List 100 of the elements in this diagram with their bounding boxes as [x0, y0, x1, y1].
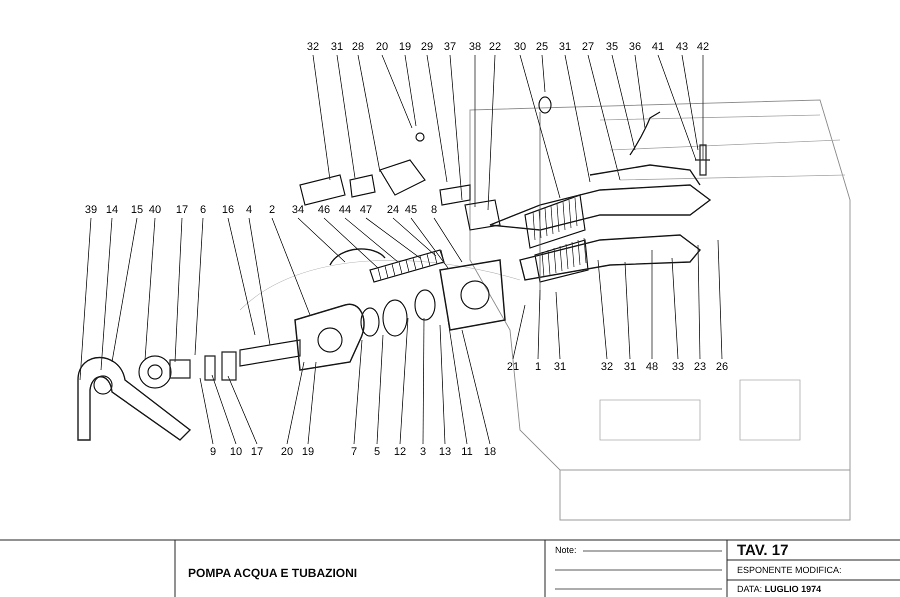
leader-line — [422, 318, 424, 444]
leader-line — [392, 218, 436, 256]
callout-number: 25 — [536, 41, 548, 53]
leader-line — [112, 218, 138, 362]
callout-number: 24 — [386, 204, 400, 216]
callout-number: 18 — [484, 446, 496, 458]
callout-number: 26 — [716, 361, 728, 373]
callout-number: 36 — [628, 41, 642, 53]
leader-line — [658, 54, 696, 160]
leader-line — [718, 240, 722, 360]
leader-line — [324, 218, 378, 268]
callout-number: 17 — [176, 204, 188, 216]
leader-line — [474, 54, 476, 208]
callout-number: 40 — [148, 204, 162, 216]
date-label: DATA: LUGLIO 1974 — [737, 584, 822, 594]
leader-line — [598, 260, 608, 360]
leader-line — [542, 54, 546, 92]
leader-line — [588, 54, 620, 180]
callout-number: 48 — [646, 361, 658, 373]
leader-line — [440, 324, 446, 444]
leader-line — [520, 54, 560, 198]
callout-number: 32 — [600, 361, 614, 373]
sheet-number: TAV. 17 — [737, 542, 788, 559]
leader-line — [538, 290, 540, 360]
callout-number: 34 — [292, 204, 304, 216]
callout-number: 17 — [250, 446, 264, 458]
callout-number: 31 — [558, 41, 572, 53]
callout-number: 22 — [488, 41, 502, 53]
leader-line — [212, 374, 236, 444]
leader-line — [448, 320, 468, 444]
callout-number: 23 — [694, 361, 706, 373]
callout-number: 46 — [318, 204, 330, 216]
leader-line — [100, 218, 112, 370]
leader-line — [358, 54, 380, 172]
leader-line — [634, 54, 646, 128]
leader-line — [410, 218, 448, 268]
callout-number: 19 — [398, 41, 412, 53]
leader-line — [702, 54, 704, 160]
callout-number: 20 — [280, 446, 294, 458]
leader-line — [564, 54, 590, 182]
leader-line — [556, 292, 560, 360]
callout-number: 7 — [350, 446, 358, 458]
callout-number: 5 — [374, 446, 380, 458]
callout-number: 47 — [360, 204, 372, 216]
leader-line — [200, 378, 214, 444]
callout-number: 35 — [606, 41, 618, 53]
leader-line — [366, 218, 420, 258]
leader-line — [336, 54, 356, 178]
leader-line — [462, 330, 490, 444]
leader-line — [272, 218, 310, 316]
callout-number: 41 — [652, 41, 664, 53]
callout-number: 21 — [506, 361, 520, 373]
callout-number: 3 — [420, 446, 426, 458]
leader-line — [512, 304, 526, 360]
callout-number: 29 — [420, 41, 434, 53]
callout-number: 31 — [330, 41, 344, 53]
leader-line — [400, 318, 408, 444]
callout-number: 28 — [352, 41, 364, 53]
leader-line — [698, 244, 700, 360]
callout-number: 6 — [200, 204, 206, 216]
callout-number: 2 — [268, 204, 276, 216]
callout-number: 16 — [222, 204, 234, 216]
callout-number: 42 — [696, 41, 710, 53]
callout-number: 44 — [338, 204, 352, 216]
callout-number: 37 — [444, 41, 456, 53]
leader-line — [228, 376, 258, 444]
note-label: Note: — [555, 545, 577, 555]
callout-number: 27 — [582, 41, 594, 53]
leader-line — [286, 362, 304, 444]
leader-line — [308, 362, 316, 444]
callout-number: 13 — [438, 446, 452, 458]
leader-line — [682, 54, 698, 150]
leader-line — [376, 334, 384, 444]
leader-line — [612, 54, 636, 150]
leader-line — [298, 218, 346, 262]
callout-number: 38 — [468, 41, 482, 53]
callout-number: 10 — [230, 446, 242, 458]
leader-line — [194, 218, 204, 356]
revision-label: ESPONENTE MODIFICA: — [737, 565, 842, 575]
callout-number: 31 — [624, 361, 636, 373]
callout-number: 20 — [376, 41, 388, 53]
callout-number: 9 — [210, 446, 216, 458]
callout-number: 43 — [676, 41, 688, 53]
leader-line — [344, 218, 398, 262]
leader-line — [382, 54, 412, 128]
callout-number: 14 — [106, 204, 118, 216]
callout-number: 8 — [430, 204, 438, 216]
leader-line — [228, 218, 256, 336]
callout-number: 33 — [672, 361, 684, 373]
callout-number: 1 — [534, 361, 542, 373]
leader-line — [248, 218, 270, 346]
callout-number: 39 — [84, 204, 98, 216]
callout-number: 15 — [130, 204, 144, 216]
sheet-title: POMPA ACQUA E TUBAZIONI — [188, 566, 358, 580]
callout-number: 31 — [554, 361, 566, 373]
callout-number: 30 — [514, 41, 526, 53]
leader-line — [672, 258, 678, 360]
callout-number: 19 — [302, 446, 314, 458]
callout-number: 45 — [404, 204, 418, 216]
callout-number: 11 — [461, 446, 473, 458]
